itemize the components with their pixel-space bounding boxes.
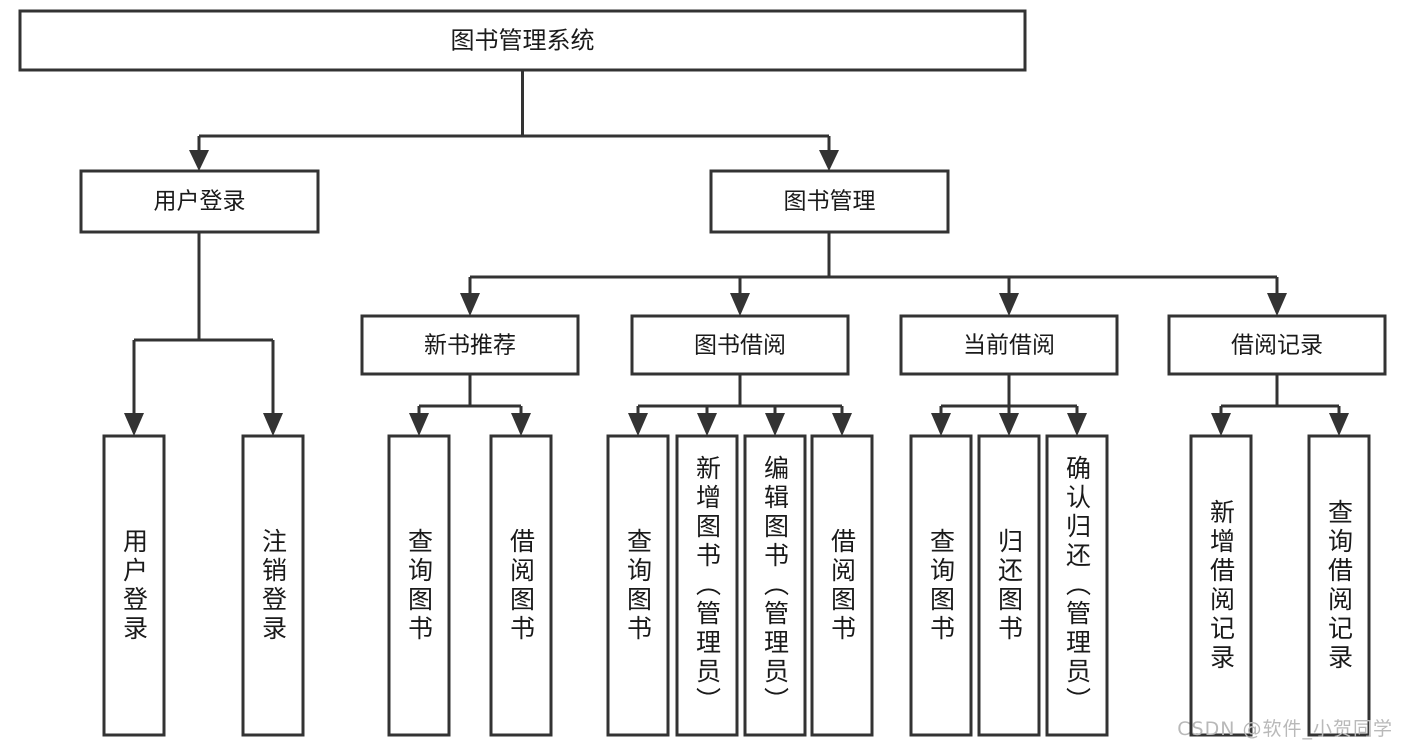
leaf-box-9[interactable] (909, 434, 973, 737)
node-current-borrow[interactable]: 当前借阅 (899, 314, 1119, 376)
leaf-boxes (102, 434, 1371, 737)
node-user-login[interactable]: 用户登录 (79, 169, 320, 234)
arrowhead-to-new-books (460, 293, 480, 316)
arrowhead-leaf-8 (832, 413, 852, 436)
leaf-box-4[interactable] (489, 434, 553, 737)
leaf-box-7[interactable] (743, 434, 807, 737)
node-root-box[interactable] (18, 9, 1027, 72)
arrowhead-to-book-mgmt (819, 150, 839, 171)
leaf-box-11[interactable] (1045, 434, 1109, 737)
connector-group-new-books (409, 374, 531, 436)
leaf-box-5[interactable] (606, 434, 670, 737)
leaf-box-2[interactable] (241, 434, 305, 737)
arrowhead-leaf-11 (1067, 413, 1087, 436)
leaf-box-12[interactable] (1189, 434, 1253, 737)
node-borrow-records-box[interactable] (1167, 314, 1387, 376)
node-new-books[interactable]: 新书推荐 (360, 314, 580, 376)
node-borrow-label: 图书借阅 (694, 333, 786, 359)
arrowhead-leaf-1 (124, 413, 144, 436)
connector-group-current (931, 374, 1087, 436)
node-book-mgmt-box[interactable] (709, 169, 950, 234)
connector-group-root (189, 70, 839, 171)
arrowhead-to-current (999, 293, 1019, 316)
node-borrow-box[interactable] (630, 314, 850, 376)
connector-group-records (1211, 374, 1349, 436)
node-new-books-label: 新书推荐 (424, 333, 516, 359)
node-current-borrow-box[interactable] (899, 314, 1119, 376)
arrowhead-leaf-7 (765, 413, 785, 436)
arrowhead-to-records (1267, 293, 1287, 316)
connector-group-borrow (628, 374, 852, 436)
watermark: CSDN @软件_小贺同学 (1177, 718, 1393, 740)
arrowhead-leaf-2 (263, 413, 283, 436)
arrowhead-leaf-12 (1211, 413, 1231, 436)
connector-group-book-mgmt (460, 232, 1287, 316)
node-current-borrow-label: 当前借阅 (963, 333, 1055, 359)
arrowhead-leaf-5 (628, 413, 648, 436)
arrowhead-to-user-login (189, 150, 209, 171)
arrowhead-to-borrow (730, 293, 750, 316)
node-user-login-box[interactable] (79, 169, 320, 234)
arrowhead-leaf-6 (697, 413, 717, 436)
leaf-box-13[interactable] (1307, 434, 1371, 737)
node-user-login-label: 用户登录 (154, 189, 246, 215)
node-borrow[interactable]: 图书借阅 (630, 314, 850, 376)
node-book-mgmt[interactable]: 图书管理 (709, 169, 950, 234)
leaf-box-10[interactable] (977, 434, 1041, 737)
leaf-box-1[interactable] (102, 434, 166, 737)
node-new-books-box[interactable] (360, 314, 580, 376)
connector-group-user-login (124, 232, 283, 436)
arrowhead-leaf-13 (1329, 413, 1349, 436)
leaf-box-8[interactable] (810, 434, 874, 737)
arrowhead-leaf-9 (931, 413, 951, 436)
node-book-mgmt-label: 图书管理 (784, 189, 876, 215)
leaf-box-3[interactable] (387, 434, 451, 737)
leaf-box-6[interactable] (675, 434, 739, 737)
node-borrow-records[interactable]: 借阅记录 (1167, 314, 1387, 376)
arrowhead-leaf-3 (409, 413, 429, 436)
arrowhead-leaf-10 (999, 413, 1019, 436)
node-root-label: 图书管理系统 (451, 27, 595, 55)
node-root[interactable]: 图书管理系统 (18, 9, 1027, 72)
node-borrow-records-label: 借阅记录 (1231, 333, 1323, 359)
arrowhead-leaf-4 (511, 413, 531, 436)
